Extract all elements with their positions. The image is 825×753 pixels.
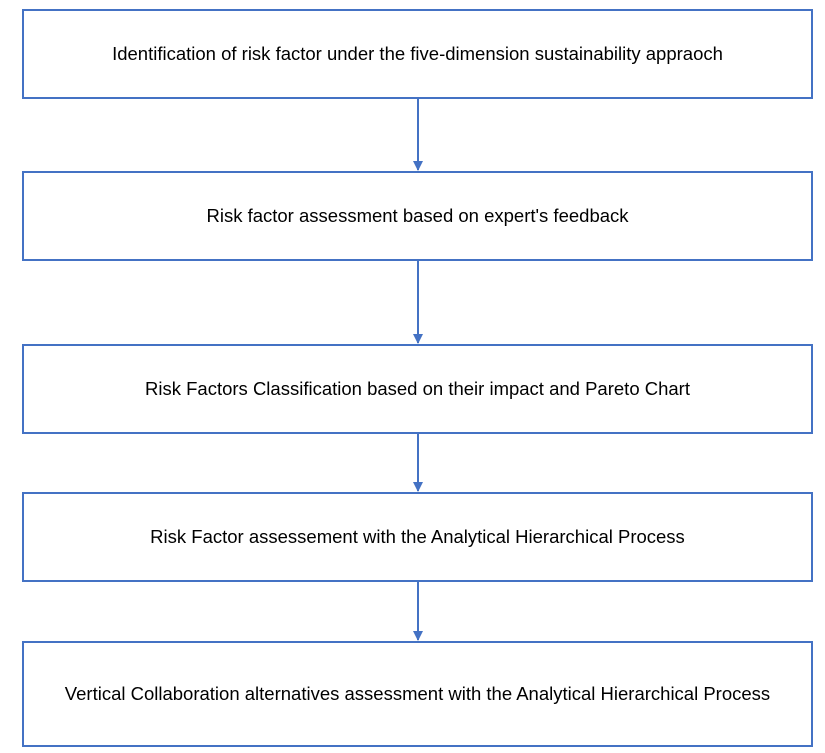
step-3-label: Risk Factors Classification based on the… [145,378,690,399]
step-2-box: Risk factor assessment based on expert's… [22,171,813,261]
step-5-label: Vertical Collaboration alternatives asse… [64,683,771,704]
step-5-box: Vertical Collaboration alternatives asse… [22,641,813,747]
step-2-label: Risk factor assessment based on expert's… [206,205,629,226]
step-3-box: Risk Factors Classification based on the… [22,344,813,434]
step-4-label: Risk Factor assessement with the Analyti… [150,526,685,547]
step-4-box: Risk Factor assessement with the Analyti… [22,492,813,582]
step-1-label: Identification of risk factor under the … [112,43,723,64]
step-1-box: Identification of risk factor under the … [22,9,813,99]
